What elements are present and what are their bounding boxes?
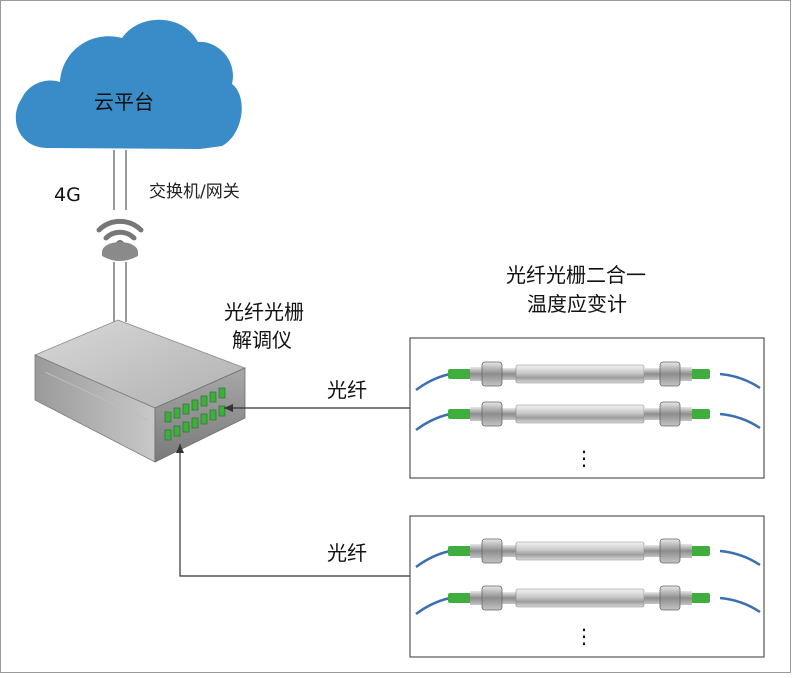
sensor-4 bbox=[415, 585, 761, 616]
wifi-icon bbox=[96, 218, 144, 261]
demodulator-title-line2: 解调仪 bbox=[232, 328, 292, 352]
sensors-layer bbox=[415, 361, 761, 616]
cloud-label: 云平台 bbox=[94, 90, 154, 114]
ellipsis-bottom: ⋮ bbox=[574, 624, 594, 648]
label-gateway: 交换机/网关 bbox=[149, 182, 240, 202]
cloud-shape bbox=[15, 19, 242, 150]
sensor-title-line1: 光纤光栅二合一 bbox=[506, 263, 646, 287]
demodulator-title-line1: 光纤光栅 bbox=[224, 300, 304, 324]
sensor-1 bbox=[415, 361, 761, 392]
sensor-2 bbox=[415, 401, 761, 432]
label-4g: 4G bbox=[54, 184, 81, 206]
fiber-label-bottom: 光纤 bbox=[327, 541, 367, 565]
demodulator-device bbox=[33, 319, 247, 463]
sensor-3 bbox=[415, 538, 761, 569]
sensor-title-line2: 温度应变计 bbox=[527, 292, 627, 316]
ellipsis-top: ⋮ bbox=[574, 446, 594, 470]
sensor-box-bottom bbox=[409, 515, 765, 658]
fiber-arrow-bottom bbox=[176, 444, 410, 577]
fiber-label-top: 光纤 bbox=[327, 378, 367, 402]
